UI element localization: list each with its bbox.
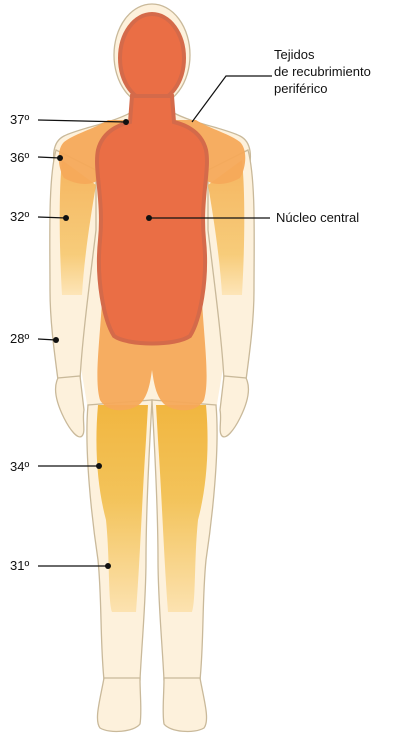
dot-28 — [53, 337, 59, 343]
temperature-label-32: 32º — [10, 208, 29, 225]
temperature-label-31: 31º — [10, 557, 29, 574]
peripheral-label-line-1: Tejidos — [274, 46, 371, 63]
dot-34 — [96, 463, 102, 469]
peripheral-label-line-3: periférico — [274, 80, 371, 97]
temperature-label-36: 36º — [10, 149, 29, 166]
dot-36 — [57, 155, 63, 161]
dot-31 — [105, 563, 111, 569]
peripheral-tissue-label: Tejidos de recubrimiento periférico — [274, 46, 371, 97]
dot-core — [146, 215, 152, 221]
dot-37 — [123, 119, 129, 125]
core-label: Núcleo central — [276, 209, 359, 226]
temperature-label-34: 34º — [10, 458, 29, 475]
temperature-label-37: 37º — [10, 111, 29, 128]
temperature-label-28: 28º — [10, 330, 29, 347]
dot-32 — [63, 215, 69, 221]
leader-peripheral — [192, 76, 272, 122]
core-red-zone — [97, 14, 207, 344]
peripheral-label-line-2: de recubrimiento — [274, 63, 371, 80]
